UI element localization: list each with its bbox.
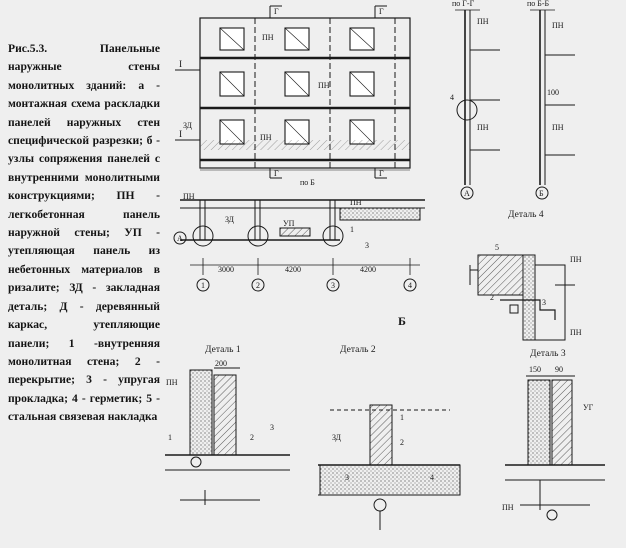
plan-axis-4: 4 (408, 281, 412, 290)
detail-2-zd: ЗД (332, 433, 342, 442)
plan-panel-label-2: ПН (350, 198, 362, 207)
detail-1-dim: 200 (215, 359, 227, 368)
detail-4-num-2: 2 (490, 293, 494, 302)
cut-mark-bottom-1: Г (274, 169, 279, 178)
plan-dim-1: 3000 (218, 265, 234, 274)
section-dim-100: 100 (547, 88, 559, 97)
plan-mark-1: 1 (350, 225, 354, 234)
section-axis-b: Б (539, 189, 544, 198)
plan-axis-3: 3 (331, 281, 335, 290)
elevation-panel-label-3: ПН (260, 133, 272, 142)
detail-3-dim-1: 150 (529, 365, 541, 374)
detail-2 (318, 404, 461, 530)
detail-2-num-1: 1 (400, 413, 404, 422)
detail-3-ug: УГ (583, 403, 594, 412)
section-mark-left: I (179, 60, 182, 70)
detail-2-num-4: 4 (430, 473, 434, 482)
cut-mark-bottom-2: Г (379, 169, 384, 178)
wall-sections (455, 9, 575, 200)
detail-3-dim-2: 90 (555, 365, 563, 374)
detail-2-title: Деталь 2 (340, 345, 376, 355)
elevation-panel-label-2: ПН (318, 81, 330, 90)
section-mark-left-bottom: I (179, 130, 182, 140)
detail-4-num-5: 5 (495, 243, 499, 252)
detail-1-pn: ПН (166, 378, 178, 387)
elevation-panel-label-1: ПН (262, 33, 274, 42)
panel-elevation (175, 5, 411, 179)
plan-letter-b: Б (398, 314, 406, 328)
panel-plan (173, 199, 425, 292)
plan-panel-label: ПН (183, 192, 195, 201)
elevation-detail-label: ЗД (183, 121, 193, 130)
elevation-cut-label: по Б (300, 178, 315, 187)
plan-dim-3: 4200 (360, 265, 376, 274)
detail-1-num-3: 3 (270, 423, 274, 432)
plan-dim-2: 4200 (285, 265, 301, 274)
detail-2-num-3: 3 (345, 473, 349, 482)
caption-body: а - монтажная схема раскладки панелей на… (8, 78, 160, 424)
caption-lead: Рис.5.3. Панельные наружные стены моноли… (8, 42, 160, 92)
section-a-label: по Г-Г (452, 0, 475, 8)
window-openings (219, 27, 375, 145)
section-axis-a: А (464, 189, 470, 198)
plan-axis-2: 2 (256, 281, 260, 290)
figure-caption: Рис.5.3. Панельные наружные стены моноли… (8, 40, 160, 427)
detail-4-pn-bottom: ПН (570, 328, 582, 337)
plan-mark-3: 3 (365, 241, 369, 250)
cut-mark-top-2: Г (379, 7, 384, 16)
detail-4-title: Деталь 4 (508, 210, 544, 220)
detail-1-title: Деталь 1 (205, 345, 241, 355)
plan-detail-label: ЗД (225, 215, 235, 224)
section-a-panel: ПН (477, 17, 489, 26)
detail-3-title: Деталь 3 (530, 349, 566, 359)
cut-mark-top-1: Г (274, 7, 279, 16)
section-a-panel-2: ПН (477, 123, 489, 132)
detail-4-pn-top: ПН (570, 255, 582, 264)
detail-4-num-3: 3 (542, 298, 546, 307)
plan-up-label: УП (283, 219, 295, 228)
plan-axis-1: 1 (201, 281, 205, 290)
section-b-label: по Б-Б (527, 0, 550, 8)
plan-axis-a: А (177, 234, 183, 243)
detail-3-pn: ПН (502, 503, 514, 512)
detail-1-num-2: 2 (250, 433, 254, 442)
detail-1-num-1: 1 (168, 433, 172, 442)
detail-3 (505, 375, 605, 521)
detail-2-num-2: 2 (400, 438, 404, 447)
section-b-panel-2: ПН (552, 123, 564, 132)
section-mark-4: 4 (450, 93, 454, 102)
detail-1 (165, 367, 290, 505)
detail-4 (469, 254, 575, 341)
section-b-panel: ПН (552, 21, 564, 30)
